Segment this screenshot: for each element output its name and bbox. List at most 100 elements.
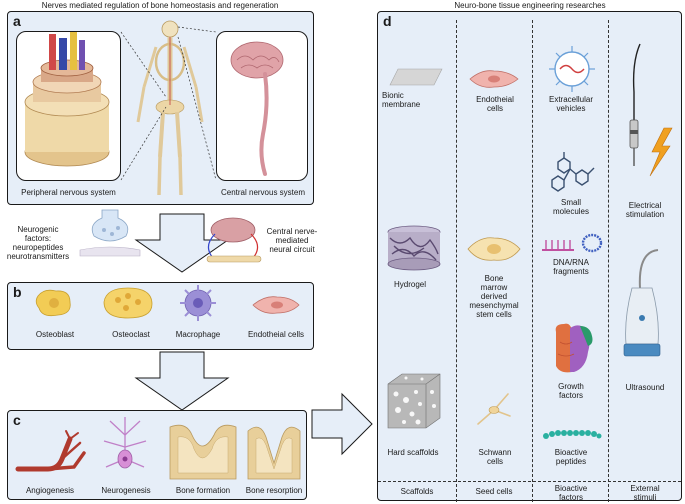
panel-a-title: Nerves mediated regulation of bone homeo… <box>41 1 279 10</box>
schwann-cell-icon <box>477 393 511 425</box>
ev-line-2: vehicles <box>556 104 586 113</box>
sm-line-1: Small <box>560 198 581 207</box>
bm-line-5: stem cells <box>476 310 512 319</box>
macrophage-icon <box>180 285 216 321</box>
es-line-2: stimulation <box>625 210 665 219</box>
neurogenic-line-2: factors: <box>24 234 52 243</box>
bionic-line-1: Bionic <box>382 91 404 100</box>
footer-external-stimuli: External stimuli <box>610 484 680 502</box>
endo-line-2: cells <box>486 104 503 113</box>
label-endothelial-seed: Endotheial cells <box>460 95 530 113</box>
hydrogel-icon <box>387 225 441 271</box>
arrow-a-to-b <box>134 213 230 273</box>
footer-external-line-2: stimuli <box>633 493 657 502</box>
endothelial-seed-icon <box>469 70 519 88</box>
panel-d-letter: d <box>383 13 392 29</box>
dna-line-2: fragments <box>553 267 589 276</box>
brain-spinal-illustration <box>230 41 284 176</box>
column-divider-3 <box>608 20 609 502</box>
footer-divider <box>378 481 681 482</box>
label-bmsc: Bone marrow derived mesenchymal stem cel… <box>458 274 530 319</box>
column-divider-1 <box>456 20 457 502</box>
bp-line-2: peptides <box>555 457 587 466</box>
circuit-line-3: neural circuit <box>269 245 315 254</box>
neurogenic-line-3: neuropeptides <box>12 243 64 252</box>
arrow-c-to-d <box>311 392 373 456</box>
peripheral-label: Peripheral nervous system <box>21 188 116 197</box>
osteoclast-icon <box>103 287 153 319</box>
label-hard-scaffolds: Hard scaffolds <box>387 448 439 457</box>
bionic-membrane-icon <box>389 68 443 86</box>
extracellular-vesicle-icon <box>549 46 595 92</box>
panel-c: c Angiogenesis Neurogenesis Bone formati… <box>7 410 307 500</box>
footer-bioactive-factors: Bioactive factors <box>534 484 608 502</box>
neural-circuit-icon <box>206 217 262 263</box>
column-divider-2 <box>532 20 533 502</box>
label-extracellular-vehicles: Extracellular vehicles <box>534 95 608 113</box>
synapse-icon <box>79 209 141 257</box>
endo-line-1: Endotheial <box>476 95 514 104</box>
cell-label-macrophage: Macrophage <box>175 330 221 339</box>
endothelial-cell-icon <box>252 296 300 314</box>
process-label-bone-formation: Bone formation <box>175 486 231 495</box>
schwann-line-1: Schwann <box>478 448 512 457</box>
neural-circuit-label: Central nerve- mediated neural circuit <box>262 227 322 254</box>
label-dna-rna: DNA/RNA fragments <box>534 258 608 276</box>
footer-seed-cells: Seed cells <box>475 487 513 496</box>
label-hydrogel: Hydrogel <box>393 280 426 289</box>
bm-line-2: marrow <box>480 283 508 292</box>
dna-line-1: DNA/RNA <box>552 258 589 267</box>
schwann-line-2: cells <box>486 457 503 466</box>
growth-factor-icon <box>555 323 593 373</box>
panel-a: a Peripheral nervous system <box>7 11 314 205</box>
connector-lines <box>120 26 217 181</box>
neurogenesis-icon <box>103 417 147 469</box>
nerve-bundle-illustration <box>24 32 110 167</box>
process-label-angiogenesis: Angiogenesis <box>25 486 75 495</box>
bone-resorption-icon <box>247 426 301 480</box>
label-electrical-stimulation: Electrical stimulation <box>610 201 680 219</box>
label-small-molecules: Small molecules <box>534 198 608 216</box>
circuit-line-2: mediated <box>275 236 309 245</box>
footer-bioactive-line-2: factors <box>558 493 583 502</box>
hard-scaffold-icon <box>387 373 441 429</box>
ultrasound-probe-icon <box>623 249 661 357</box>
skeleton-illustration <box>136 20 204 196</box>
cell-label-endothelial: Endotheial cells <box>247 330 305 339</box>
label-bioactive-peptides: Bioactive peptides <box>534 448 608 466</box>
panel-c-letter: c <box>13 412 21 428</box>
bone-formation-icon <box>169 424 237 480</box>
footer-external-line-1: External <box>630 484 660 493</box>
gf-line-1: Growth <box>558 382 584 391</box>
panel-b-letter: b <box>13 284 22 300</box>
neurogenic-factors-label: Neurogenic factors: neuropeptides neurot… <box>2 225 74 261</box>
cell-label-osteoclast: Osteoclast <box>112 330 150 339</box>
central-box <box>216 31 308 181</box>
panel-d-title: Neuro-bone tissue engineering researches <box>454 1 606 10</box>
electrical-stimulation-icon <box>629 43 673 177</box>
footer-bioactive-line-1: Bioactive <box>554 484 588 493</box>
angiogenesis-icon <box>15 430 86 472</box>
central-label: Central nervous system <box>220 188 306 197</box>
es-line-1: Electrical <box>628 201 662 210</box>
bionic-line-2: membrane <box>382 100 421 109</box>
sm-line-2: molecules <box>552 207 589 216</box>
bp-line-1: Bioactive <box>554 448 588 457</box>
label-bionic-membrane: Bionic membrane <box>382 91 448 109</box>
panel-d: d Bionic membrane Hydrogel Hard scaffold… <box>377 11 682 502</box>
gf-line-2: factors <box>558 391 583 400</box>
arrow-b-to-c <box>134 351 230 411</box>
cell-label-osteoblast: Osteoblast <box>35 330 75 339</box>
neurogenic-line-1: Neurogenic <box>17 225 59 234</box>
small-molecule-icon <box>551 152 595 192</box>
panel-b: b Osteoblast Osteoclast Macrophage Endot… <box>7 282 314 350</box>
bm-line-1: Bone <box>484 274 504 283</box>
circuit-line-1: Central nerve- <box>266 227 318 236</box>
label-growth-factors: Growth factors <box>534 382 608 400</box>
neurogenic-line-4: neurotransmitters <box>6 252 70 261</box>
label-ultrasound: Ultrasound <box>625 383 665 392</box>
process-label-neurogenesis: Neurogenesis <box>101 486 151 495</box>
ev-line-1: Extracellular <box>548 95 593 104</box>
process-label-bone-resorption: Bone resorption <box>245 486 303 495</box>
bmsc-icon <box>467 237 521 261</box>
